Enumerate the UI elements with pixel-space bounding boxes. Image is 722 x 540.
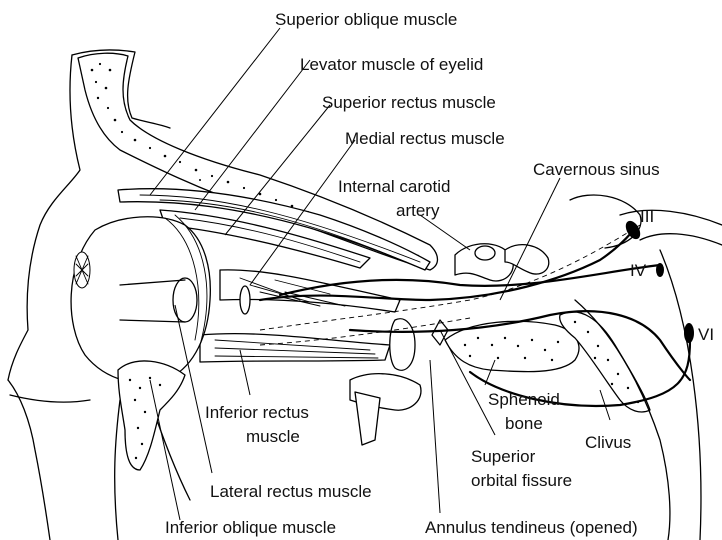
label-sof-line2: orbital fissure xyxy=(471,471,572,490)
lateral-medial-muscles xyxy=(220,270,400,314)
label-sof-line1: Superior xyxy=(471,447,536,466)
nerve-vi-cut xyxy=(684,323,694,343)
label-annulus: Annulus tendineus (opened) xyxy=(425,518,638,537)
label-levator: Levator muscle of eyelid xyxy=(300,55,483,74)
label-inferior-rectus-line1: Inferior rectus xyxy=(205,403,309,422)
label-clivus: Clivus xyxy=(585,433,631,452)
label-superior-oblique: Superior oblique muscle xyxy=(275,10,457,29)
annulus-tendineus xyxy=(350,319,448,445)
label-inferior-rectus-line2: muscle xyxy=(246,427,300,446)
nerve-iv-cut xyxy=(656,263,664,277)
inferior-rectus xyxy=(200,334,390,362)
label-nerve-iii: III xyxy=(640,207,654,226)
inferior-orbital-bone xyxy=(118,361,185,470)
label-lateral-rectus: Lateral rectus muscle xyxy=(210,482,372,501)
label-cavernous-sinus: Cavernous sinus xyxy=(533,160,660,179)
brainstem-outline xyxy=(570,195,722,540)
iris xyxy=(74,252,90,288)
label-medial-rectus: Medial rectus muscle xyxy=(345,129,505,148)
muscle-cut-end xyxy=(240,286,250,314)
label-internal-carotid-line1: Internal carotid xyxy=(338,177,450,196)
label-inferior-oblique: Inferior oblique muscle xyxy=(165,518,336,537)
optic-nerve-cut xyxy=(173,278,197,322)
label-sphenoid-line2: bone xyxy=(505,414,543,433)
label-internal-carotid-line2: artery xyxy=(396,201,440,220)
label-sphenoid-line1: Sphenoid xyxy=(488,390,560,409)
eyeball xyxy=(71,215,210,383)
label-superior-rectus: Superior rectus muscle xyxy=(322,93,496,112)
label-nerve-vi: VI xyxy=(698,325,714,344)
label-nerve-iv: IV xyxy=(630,261,647,280)
